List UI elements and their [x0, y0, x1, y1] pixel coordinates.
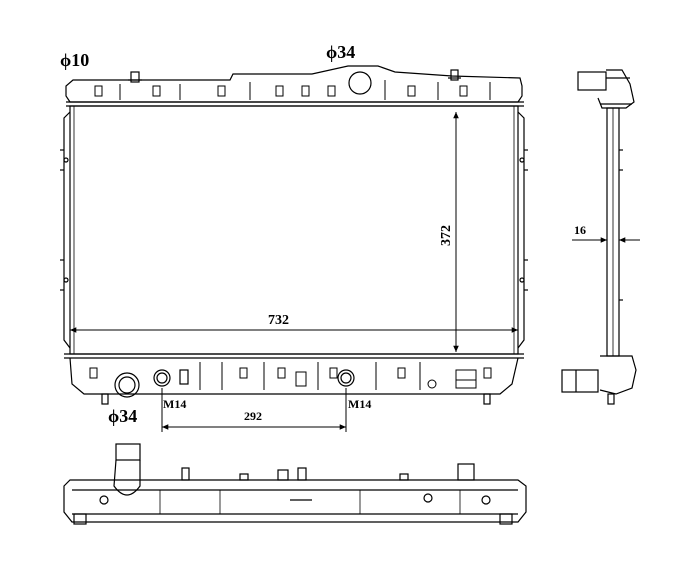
- filler-neck: [348, 71, 372, 95]
- width-dimension-value: 732: [268, 313, 289, 328]
- thread-spacing-value: 292: [244, 409, 262, 423]
- front-view: [60, 65, 528, 432]
- bottom-view-filler-neck: [113, 443, 141, 496]
- outlet-pipe: [114, 372, 140, 398]
- inlet-diameter-label: ϕ10: [60, 50, 89, 70]
- thread-spacing-dimension: [161, 388, 347, 432]
- inlet-pipe-small: [128, 71, 142, 83]
- thickness-value: 16: [574, 223, 586, 237]
- thread-left-label: M14: [163, 397, 186, 411]
- left-side-bracket: [60, 111, 71, 349]
- drain-plug-left: [153, 369, 171, 387]
- filler-diameter-label: ϕ34: [326, 42, 355, 62]
- height-dimension-value: 372: [439, 225, 454, 246]
- drain-plug-right: [337, 369, 355, 387]
- vent-pipe: [448, 69, 461, 81]
- side-upper-fitting: [577, 69, 635, 109]
- top-tank: [65, 65, 524, 107]
- right-side-bracket: [517, 111, 528, 349]
- bottom-tank: [64, 353, 524, 405]
- thread-right-label: M14: [348, 397, 371, 411]
- side-lower-fitting: [561, 355, 637, 405]
- side-core: [606, 107, 623, 357]
- bottom-view: [63, 443, 527, 525]
- side-view: [561, 69, 640, 405]
- outlet-diameter-label: ϕ34: [108, 406, 137, 426]
